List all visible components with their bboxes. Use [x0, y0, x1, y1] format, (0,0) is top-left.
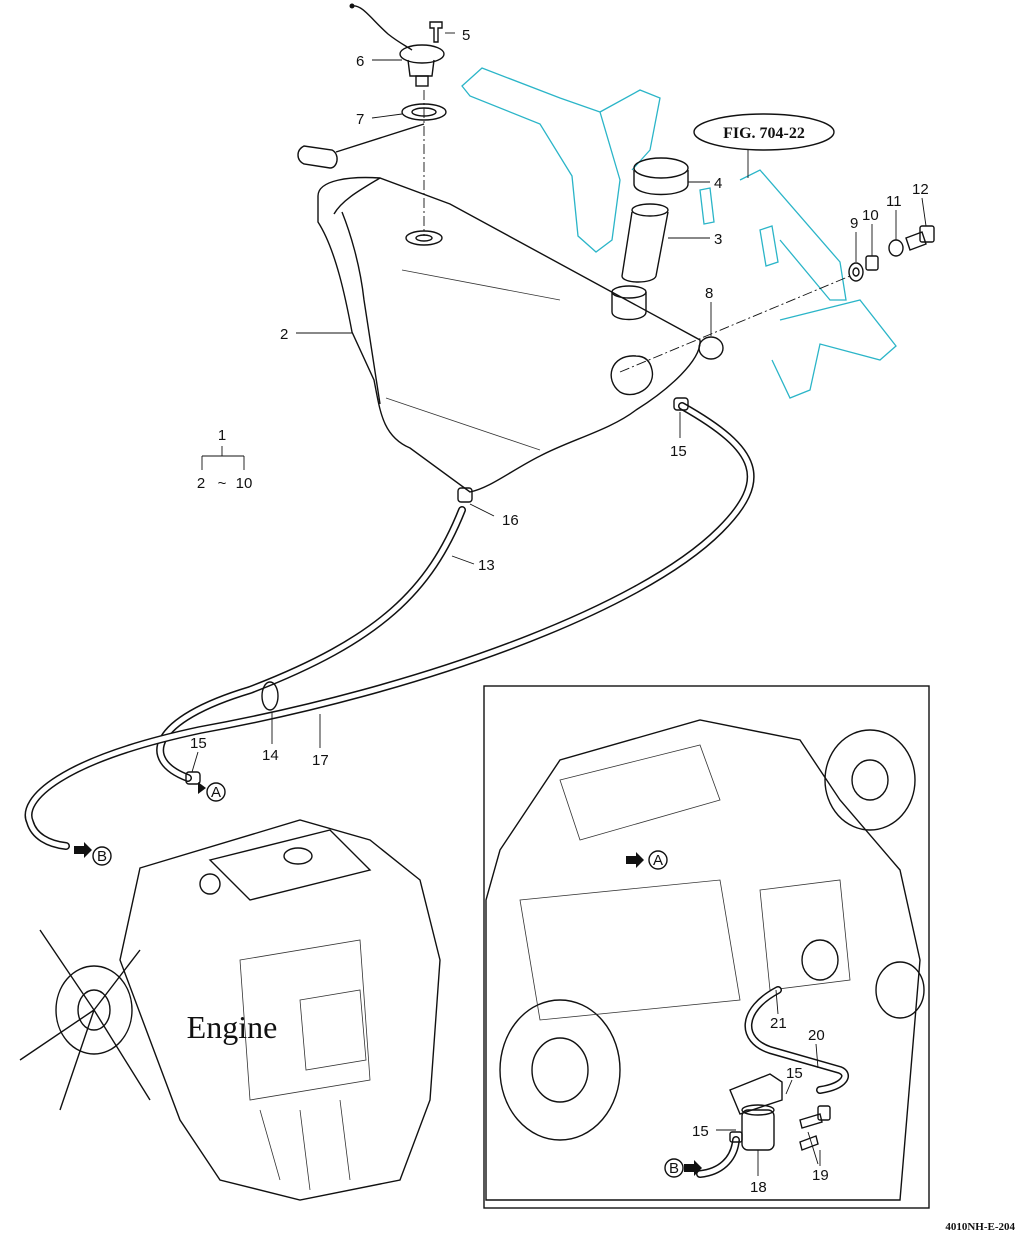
fuel-hose-17 [24, 402, 755, 850]
callout-14: 14 [262, 747, 279, 764]
connector-a-detail: A [626, 850, 668, 870]
callout-16: 16 [502, 512, 519, 529]
callout-11: 11 [886, 193, 902, 210]
filler-neck [621, 203, 669, 283]
callout-6: 6 [356, 53, 364, 70]
hose-clip-15-top [673, 397, 689, 411]
assembly-range-to: 10 [236, 475, 253, 492]
callout-leaders [191, 32, 927, 1176]
fuel-tank [317, 176, 701, 493]
callout-9: 9 [850, 215, 858, 232]
figure-reference-label: FIG. 704-22 [723, 125, 805, 142]
detail-inset-frame [483, 685, 930, 1209]
callout-8: 8 [705, 285, 713, 302]
fuel-hose-b-detail [696, 1136, 740, 1178]
callout-15-engine: 15 [190, 735, 207, 752]
bolt-5 [429, 21, 443, 43]
connector-b-label: B [97, 848, 107, 865]
mounting-hardware [848, 225, 935, 282]
callout-19: 19 [812, 1167, 829, 1184]
assembly-group: 1 2 ~ 10 [197, 427, 253, 492]
hose-clamp-ring [698, 336, 724, 360]
assembly-number: 1 [218, 427, 226, 444]
float [297, 123, 425, 169]
callout-17: 17 [312, 752, 329, 769]
engine-detail [485, 719, 925, 1201]
hose-clip-15-engine [185, 771, 201, 785]
callout-10: 10 [862, 207, 879, 224]
hose-clip-16 [457, 487, 473, 503]
frame-bracket [461, 67, 897, 399]
connector-b-detail: B [664, 1158, 702, 1178]
callout-15-detail-right: 15 [786, 1065, 803, 1082]
callout-13: 13 [478, 557, 495, 574]
callout-18: 18 [750, 1179, 767, 1196]
engine-main [19, 819, 441, 1201]
filler-cap [633, 157, 689, 196]
connector-a-detail-label: A [653, 852, 663, 869]
callout-3: 3 [714, 231, 722, 248]
callout-7: 7 [356, 111, 364, 128]
connector-a-main: A [198, 782, 226, 802]
filter-bolts [799, 1105, 831, 1151]
connector-a-label: A [211, 784, 221, 801]
callout-12: 12 [912, 181, 929, 198]
engine-label: Engine [187, 1009, 278, 1045]
hose-clamp-14 [261, 681, 279, 711]
axis-line-mount [619, 275, 851, 373]
assembly-range-from: 2 [197, 475, 205, 492]
assembly-range-sep: ~ [218, 475, 227, 492]
drawing-code: 4010NH-E-204 [945, 1221, 1015, 1233]
callout-5: 5 [462, 27, 470, 44]
fuel-hose-13 [156, 506, 466, 782]
figure-reference: FIG. 704-22 [693, 113, 835, 178]
fuel-hose-20 [744, 986, 849, 1094]
callout-20: 20 [808, 1027, 825, 1044]
callout-2: 2 [280, 326, 288, 343]
callout-21: 21 [770, 1015, 787, 1032]
connector-b-main: B [74, 842, 112, 866]
fuel-sender-unit [349, 3, 445, 87]
connector-b-detail-label: B [669, 1160, 679, 1177]
callout-15-detail-left: 15 [692, 1123, 709, 1140]
callout-4: 4 [714, 175, 722, 192]
callout-15-tank: 15 [670, 443, 687, 460]
